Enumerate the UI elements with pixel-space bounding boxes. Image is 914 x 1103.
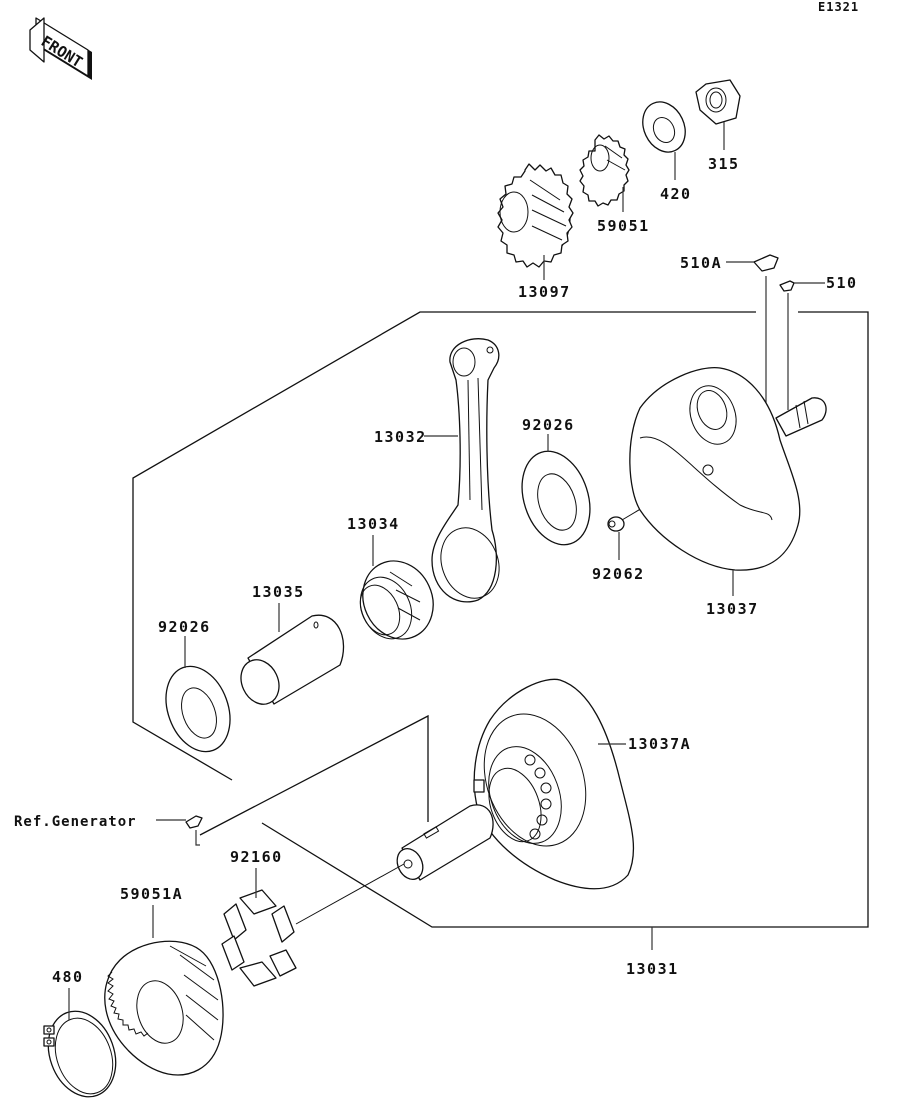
- label-510: 510: [826, 274, 858, 292]
- part-92026-right[interactable]: 92026: [511, 416, 602, 554]
- front-arrow-icon: FRONT: [29, 17, 92, 80]
- part-480[interactable]: 480: [37, 968, 127, 1103]
- label-59051: 59051: [597, 217, 650, 235]
- part-315[interactable]: 315: [695, 79, 741, 173]
- part-92160[interactable]: 92160: [221, 848, 405, 987]
- label-59051A: 59051A: [120, 885, 183, 903]
- label-13032: 13032: [374, 428, 427, 446]
- label-510A: 510A: [680, 254, 722, 272]
- part-510[interactable]: 510: [779, 274, 858, 410]
- label-13031: 13031: [626, 960, 679, 978]
- part-13037A[interactable]: 13037A: [392, 678, 691, 890]
- label-92062: 92062: [592, 565, 645, 583]
- part-13037[interactable]: 13037: [629, 366, 827, 618]
- label-92026-left: 92026: [158, 618, 211, 636]
- part-13032[interactable]: 13032: [374, 338, 509, 607]
- diagram-code: E1321: [818, 0, 859, 14]
- part-13034[interactable]: 13034: [347, 515, 446, 651]
- label-13034: 13034: [347, 515, 400, 533]
- part-13035[interactable]: 13035: [234, 583, 345, 710]
- label-13097: 13097: [518, 283, 571, 301]
- label-13037A: 13037A: [628, 735, 691, 753]
- ref-generator-label: Ref.Generator: [14, 814, 137, 830]
- label-13035: 13035: [252, 583, 305, 601]
- part-59051A[interactable]: 59051A: [104, 885, 224, 1076]
- label-480: 480: [52, 968, 84, 986]
- part-13097[interactable]: 13097: [497, 163, 574, 301]
- ref-generator-key[interactable]: Ref.Generator: [14, 814, 203, 846]
- part-420[interactable]: 420: [635, 95, 693, 203]
- label-92160: 92160: [230, 848, 283, 866]
- part-59051[interactable]: 59051: [579, 134, 650, 235]
- part-92026-left[interactable]: 92026: [155, 618, 241, 761]
- assembly-frame: [132, 311, 869, 950]
- label-315: 315: [708, 155, 740, 173]
- label-92026-right: 92026: [522, 416, 575, 434]
- label-13037: 13037: [706, 600, 759, 618]
- part-510A[interactable]: 510A: [680, 254, 779, 418]
- bearing-balls: [524, 754, 552, 840]
- label-420: 420: [660, 185, 692, 203]
